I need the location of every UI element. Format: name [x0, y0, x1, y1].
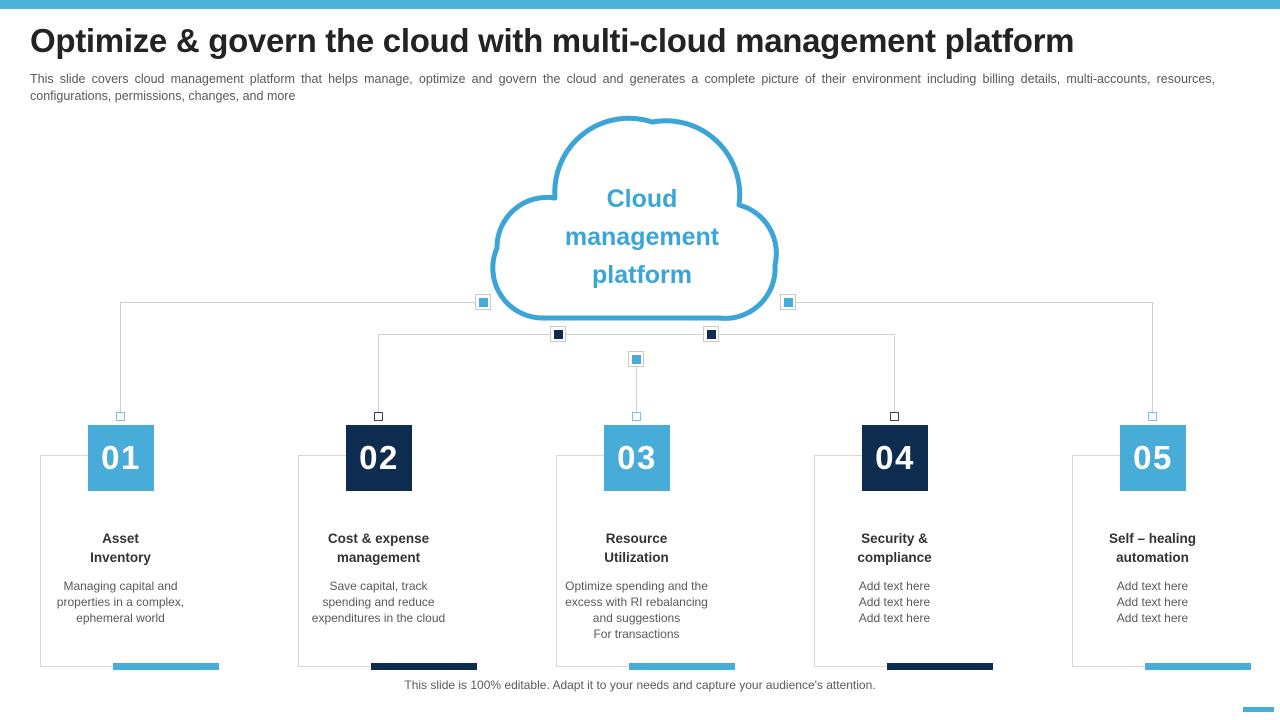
connection-point-fill — [478, 297, 488, 307]
connection-point-4 — [703, 326, 719, 342]
connection-point-fill — [553, 329, 563, 339]
connector-line-1-horizontal — [120, 302, 484, 303]
footer-note: This slide is 100% editable. Adapt it to… — [404, 678, 876, 692]
connector-line-2-4-horizontal — [378, 334, 895, 335]
connector-line-4-vertical — [894, 334, 895, 413]
card-number-badge: 02 — [346, 425, 412, 491]
connection-point-2 — [550, 326, 566, 342]
connection-point-fill — [783, 297, 793, 307]
card-accent-bar — [629, 663, 735, 670]
card-description: Save capital, track spending and reduce … — [311, 579, 446, 625]
slide-title: Optimize & govern the cloud with multi-c… — [30, 22, 1075, 59]
card-description: Add text here Add text here Add text her… — [858, 579, 931, 625]
connection-point-3 — [628, 351, 644, 367]
connection-point-5 — [780, 294, 796, 310]
card-number-badge: 03 — [604, 425, 670, 491]
connector-line-5-vertical — [1152, 302, 1153, 413]
top-accent-bar — [0, 0, 1280, 9]
card-asset-inventory: 01 Asset Inventory Managing capital and … — [40, 412, 219, 670]
card-security-compliance: 04 Security & compliance Add text here A… — [814, 412, 993, 670]
slide-subtitle: This slide covers cloud management platf… — [30, 72, 1215, 103]
connector-endpoint-icon — [1148, 412, 1157, 421]
card-description: Optimize spending and the excess with RI… — [565, 579, 708, 641]
card-title: Resource Utilization — [604, 531, 669, 565]
card-number-badge: 04 — [862, 425, 928, 491]
connector-line-1-vertical — [120, 302, 121, 413]
card-accent-bar — [1145, 663, 1251, 670]
cloud-label: Cloud management platform — [564, 185, 720, 289]
card-number-badge: 01 — [88, 425, 154, 491]
card-description: Managing capital and properties in a com… — [56, 579, 185, 625]
connection-point-fill — [631, 354, 641, 364]
card-title: Self – healing automation — [1108, 531, 1197, 565]
card-accent-bar — [113, 663, 219, 670]
connector-line-3-vertical — [636, 359, 637, 413]
card-cost-expense-management: 02 Cost & expense management Save capita… — [298, 412, 477, 670]
card-accent-bar — [887, 663, 993, 670]
connector-line-5-horizontal — [788, 302, 1153, 303]
card-description: Add text here Add text here Add text her… — [1116, 579, 1189, 625]
connector-line-2-vertical — [378, 334, 379, 413]
connector-endpoint-icon — [116, 412, 125, 421]
connector-endpoint-icon — [890, 412, 899, 421]
card-title: Security & compliance — [857, 531, 932, 565]
card-number-badge: 05 — [1120, 425, 1186, 491]
card-title: Asset Inventory — [90, 531, 151, 565]
connector-endpoint-icon — [632, 412, 641, 421]
corner-accent-bar — [1243, 707, 1274, 712]
connection-point-1 — [475, 294, 491, 310]
card-title: Cost & expense management — [327, 531, 430, 565]
connection-point-fill — [706, 329, 716, 339]
card-accent-bar — [371, 663, 477, 670]
card-resource-utilization: 03 Resource Utilization Optimize spendin… — [556, 412, 735, 670]
cloud-shape-icon — [487, 110, 787, 330]
connector-endpoint-icon — [374, 412, 383, 421]
card-self-healing-automation: 05 Self – healing automation Add text he… — [1072, 412, 1251, 670]
